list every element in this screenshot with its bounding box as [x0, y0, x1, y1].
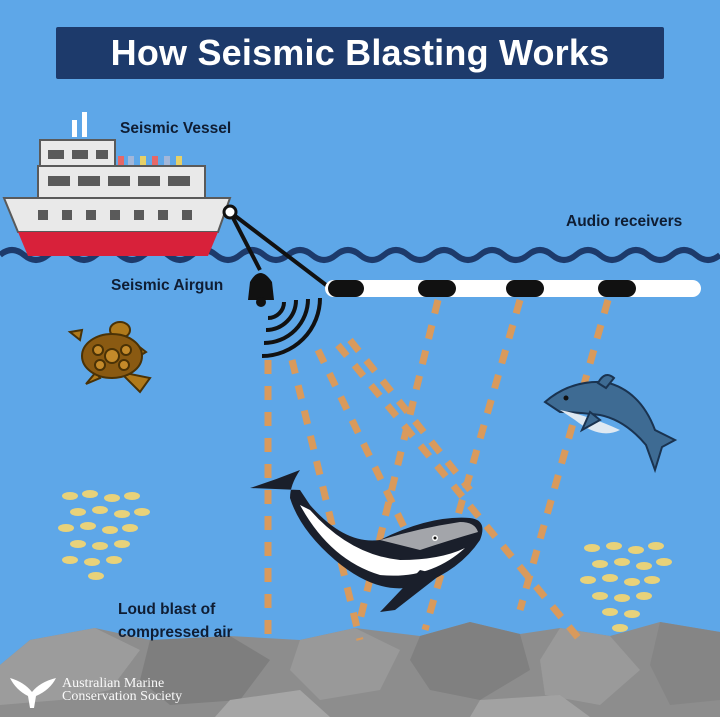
fish-school-left [58, 490, 150, 580]
dolphin [543, 373, 678, 474]
loud-blast-label: Loud blast of compressed air [118, 601, 233, 641]
audio-receivers-label: Audio receivers [566, 213, 683, 230]
sound-paths [264, 299, 612, 645]
audio-receiver-4 [598, 280, 636, 297]
seismic-vessel [2, 112, 232, 256]
tow-cables [228, 210, 332, 290]
organization-logo: Australian Marine Conservation Society [6, 668, 182, 712]
logo-line-2: Conservation Society [62, 689, 183, 704]
audio-receiver-3 [506, 280, 544, 297]
fish-school-right [580, 542, 672, 632]
sea-turtle [67, 321, 152, 394]
humpback-whale [250, 470, 483, 612]
audio-receiver-streamer [325, 280, 701, 297]
seismic-airgun-label: Seismic Airgun [111, 277, 224, 294]
audio-receiver-2 [418, 280, 456, 297]
seabed-rocks [0, 622, 720, 717]
audio-receiver-1 [328, 280, 364, 297]
whale-tail-icon [10, 678, 56, 708]
tow-point [222, 204, 238, 220]
title-banner: How Seismic Blasting Works [56, 27, 664, 79]
seismic-airgun [248, 273, 322, 358]
seismic-vessel-label: Seismic Vessel [120, 120, 232, 137]
logo-line-1: Australian Marine [62, 676, 165, 691]
page-title: How Seismic Blasting Works [110, 32, 610, 73]
